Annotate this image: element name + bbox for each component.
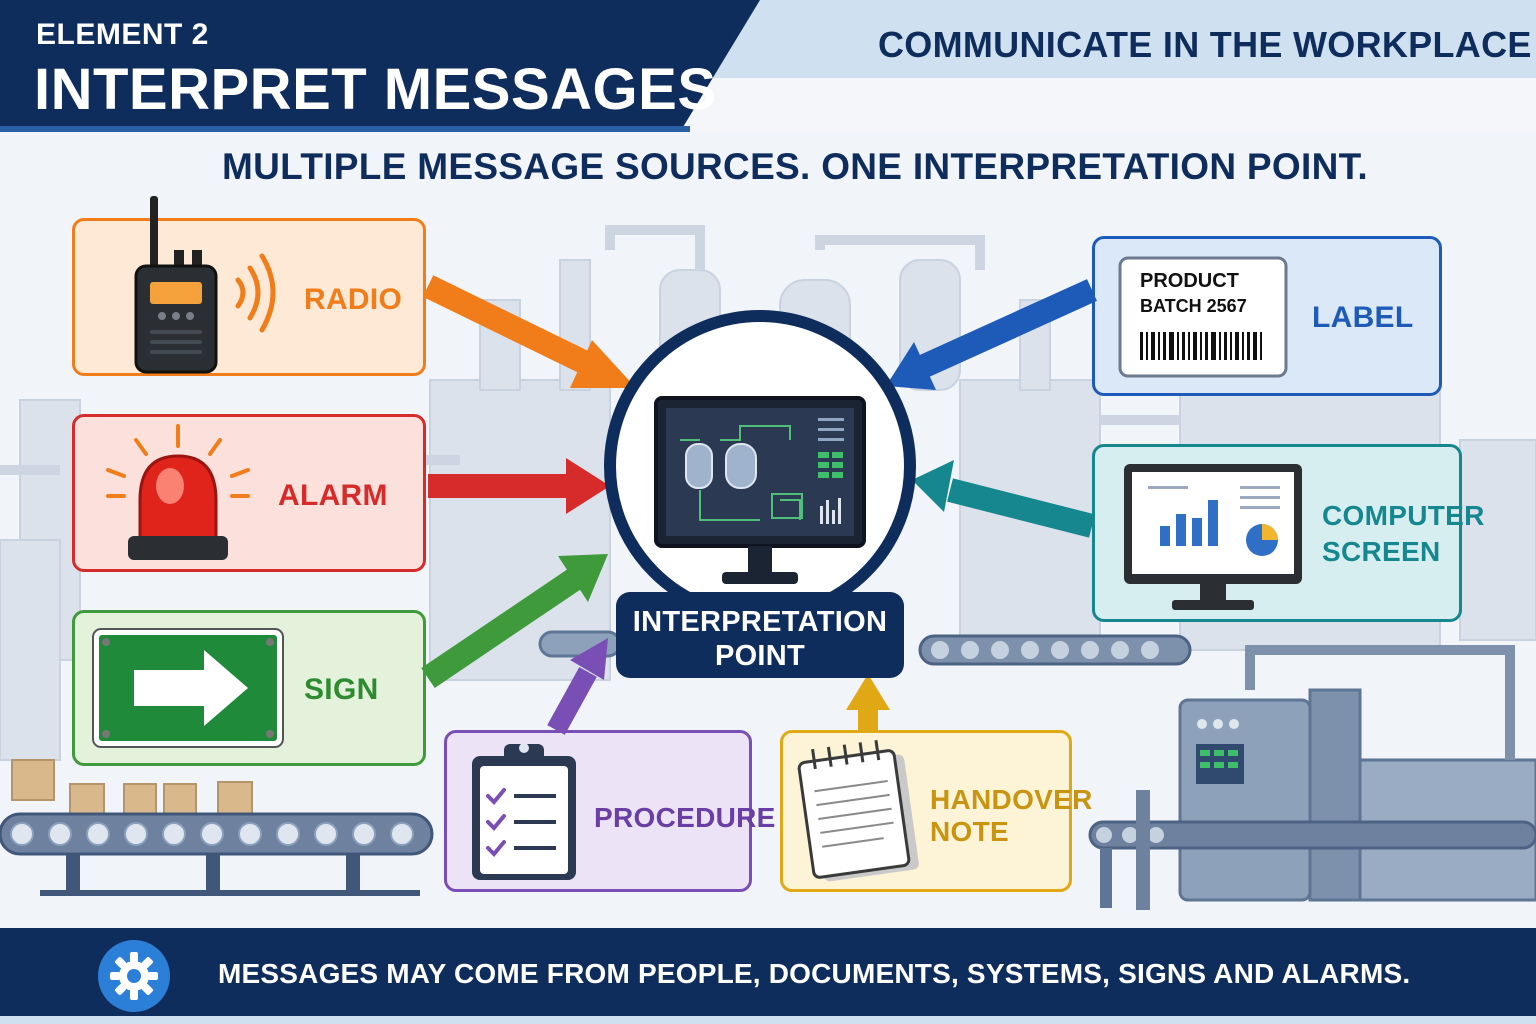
procedure-label: PROCEDURE — [594, 802, 776, 833]
element-number: ELEMENT 2 — [36, 18, 209, 51]
footer-message: MESSAGES MAY COME FROM PEOPLE, DOCUMENTS… — [218, 958, 1411, 989]
walkie-talkie-icon — [134, 196, 276, 374]
page-title: INTERPRET MESSAGES — [34, 57, 717, 122]
label-arrow — [886, 279, 1097, 390]
sign-arrow — [421, 554, 608, 688]
footer-stripe — [0, 1016, 1536, 1024]
computer-arrow — [912, 460, 1095, 538]
computer-screen-label-line2: SCREEN — [1322, 536, 1441, 567]
gear-icon — [98, 940, 170, 1012]
product-tag-text: PRODUCT — [1140, 270, 1239, 292]
procedure-arrow — [547, 638, 608, 735]
interpretation-point-label: INTERPRETATION — [632, 606, 888, 638]
course-title: COMMUNICATE IN THE WORKPLACE — [878, 24, 1532, 65]
alarm-arrow — [428, 458, 610, 514]
barcode-label-icon — [1118, 256, 1288, 378]
exit-arrow-sign-icon — [92, 628, 284, 748]
alarm-label: ALARM — [278, 479, 388, 512]
alarm-beacon-icon — [106, 424, 250, 560]
interpretation-hub — [604, 310, 916, 678]
radio-card — [72, 218, 426, 376]
clipboard-checklist-icon — [472, 743, 576, 880]
batch-tag-text: BATCH 2567 — [1140, 296, 1247, 316]
interpretation-point-label-line2: POINT — [714, 640, 806, 672]
handover-note-label-line2: NOTE — [930, 816, 1009, 847]
radio-label: RADIO — [304, 283, 403, 316]
sign-label: SIGN — [304, 673, 379, 706]
subheading: MULTIPLE MESSAGE SOURCES. ONE INTERPRETA… — [222, 146, 1368, 187]
footer-bar — [0, 928, 1536, 1024]
handover-arrow — [846, 674, 890, 730]
monitor-chart-icon — [1124, 464, 1302, 610]
radio-arrow — [422, 275, 636, 388]
label-label: LABEL — [1312, 301, 1414, 334]
computer-screen-label: COMPUTER — [1322, 500, 1485, 531]
header-banner-left — [0, 0, 760, 132]
handover-note-label: HANDOVER — [930, 784, 1093, 815]
notepad-icon — [797, 740, 919, 882]
header-banner-right — [700, 0, 1536, 78]
header-accent-bar — [0, 126, 690, 132]
